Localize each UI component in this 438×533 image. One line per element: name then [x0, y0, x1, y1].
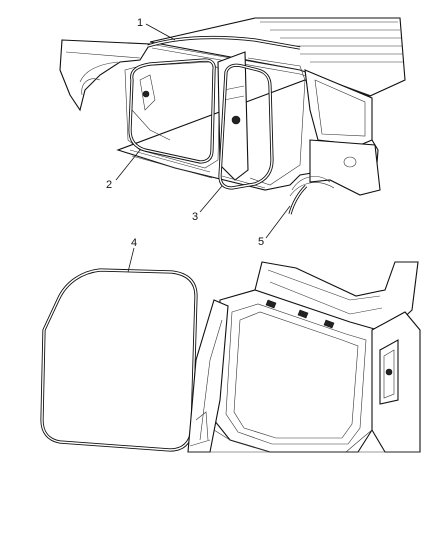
callout-2: 2 — [106, 179, 112, 191]
leader-lines — [115, 23, 291, 273]
liftgate-opening-body — [187, 261, 421, 453]
callout-5: 5 — [258, 236, 264, 248]
callout-1: 1 — [137, 17, 143, 29]
callout-3: 3 — [192, 211, 198, 223]
front-door-weatherstrip — [128, 58, 216, 164]
rear-door-weatherstrip — [218, 63, 274, 190]
vehicle-body-side — [59, 17, 406, 197]
roof-rail-weatherstrip — [147, 35, 301, 50]
wheel-opening-seal — [288, 184, 308, 215]
callout-4: 4 — [131, 237, 137, 249]
liftgate-weatherstrip — [40, 268, 198, 452]
